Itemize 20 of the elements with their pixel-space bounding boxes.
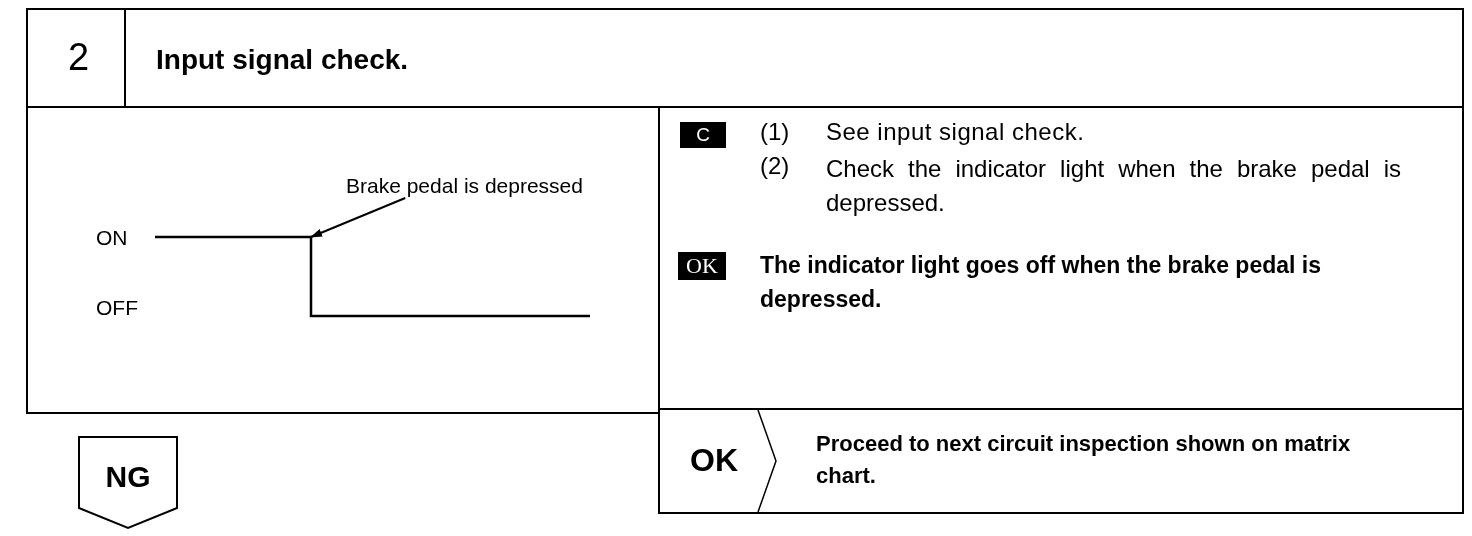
result-label: OK bbox=[690, 442, 738, 479]
result-text: Proceed to next circuit inspection shown on matrix chart. bbox=[816, 430, 1352, 490]
step-title: Input signal check. bbox=[156, 44, 409, 76]
step-number: 2 bbox=[68, 36, 90, 79]
signal-level-label: OFF bbox=[96, 296, 138, 320]
signal-level-label: ON bbox=[96, 226, 128, 250]
step-header bbox=[26, 8, 1464, 108]
ng-arrow bbox=[78, 436, 178, 530]
leader-line bbox=[310, 197, 407, 238]
step-number-text: (1) bbox=[760, 118, 790, 146]
signal-waveform bbox=[155, 235, 590, 318]
instruction-text: See input signal check. bbox=[826, 118, 1085, 146]
check-badge: C bbox=[680, 122, 726, 148]
ng-label: NG bbox=[104, 460, 152, 494]
result-box bbox=[658, 408, 1464, 514]
leader-text: Brake pedal is depressed bbox=[346, 174, 583, 198]
instruction-text: Check the indicator light when the brake pedal is depressed. bbox=[826, 154, 1401, 218]
result-statement: The indicator light goes off when the brake pedal is depressed. bbox=[760, 251, 1323, 314]
step-number-text: (2) bbox=[760, 152, 790, 180]
ok-badge: OK bbox=[678, 252, 726, 280]
